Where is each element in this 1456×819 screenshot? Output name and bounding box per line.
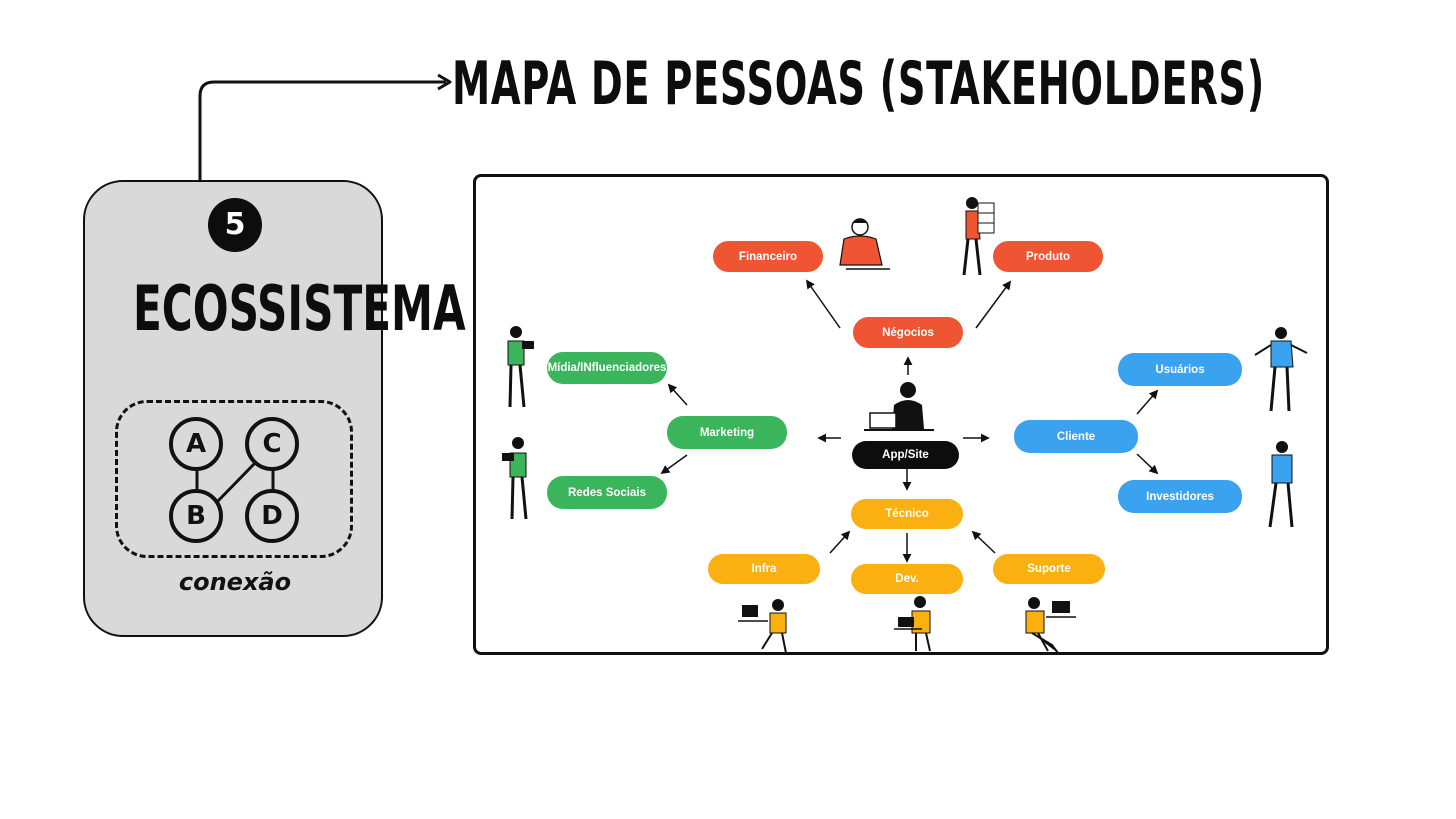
card-title: ECOSSISTEMA — [133, 272, 466, 345]
node-a: A — [169, 417, 223, 471]
person-redes-illustration — [502, 437, 528, 520]
person-laptop-illustration — [864, 382, 934, 431]
stakeholder-financeiro: Financeiro — [713, 241, 823, 272]
stakeholder-dev: Dev. — [851, 564, 963, 594]
stakeholder-investidores: Investidores — [1118, 480, 1242, 513]
diagram-arrows — [660, 279, 1159, 563]
stakeholder-tecnico: Técnico — [851, 499, 963, 529]
node-c: C — [245, 417, 299, 471]
connection-icon: A C B D — [115, 400, 353, 558]
stakeholder-marketing: Marketing — [667, 416, 787, 449]
stakeholder-suporte: Suporte — [993, 554, 1105, 584]
stakeholder-infra: Infra — [708, 554, 820, 584]
stakeholder-diagram: Financeiro Produto Négocios Mídia/INflue… — [473, 174, 1329, 655]
stakeholder-cliente: Cliente — [1014, 420, 1138, 453]
stakeholder-app-site: App/Site — [852, 441, 959, 469]
ecosystem-card: 5 ECOSSISTEMA A C B D conexão — [83, 180, 466, 637]
person-suporte-illustration — [1025, 597, 1076, 654]
person-usuarios-illustration — [1254, 327, 1308, 412]
stakeholder-midia-influenciadores: Mídia/INfluenciadores — [547, 352, 667, 384]
person-midia-illustration — [507, 326, 534, 408]
card-caption: conexão — [178, 568, 292, 596]
stakeholder-produto: Produto — [993, 241, 1103, 272]
person-infra-illustration — [738, 599, 787, 654]
step-number-badge: 5 — [208, 198, 262, 252]
page-title: MAPA DE PESSOAS (STAKEHOLDERS) — [452, 49, 1265, 119]
person-financeiro-illustration — [839, 218, 890, 270]
person-dev-illustration — [894, 596, 931, 652]
person-produto-illustration — [962, 197, 995, 276]
person-investidores-illustration — [1268, 441, 1294, 528]
stakeholder-usuarios: Usuários — [1118, 353, 1242, 386]
node-b: B — [169, 489, 223, 543]
node-d: D — [245, 489, 299, 543]
stakeholder-redes-sociais: Redes Sociais — [547, 476, 667, 509]
connection-lines — [195, 443, 275, 505]
stakeholder-negocios: Négocios — [853, 317, 963, 348]
